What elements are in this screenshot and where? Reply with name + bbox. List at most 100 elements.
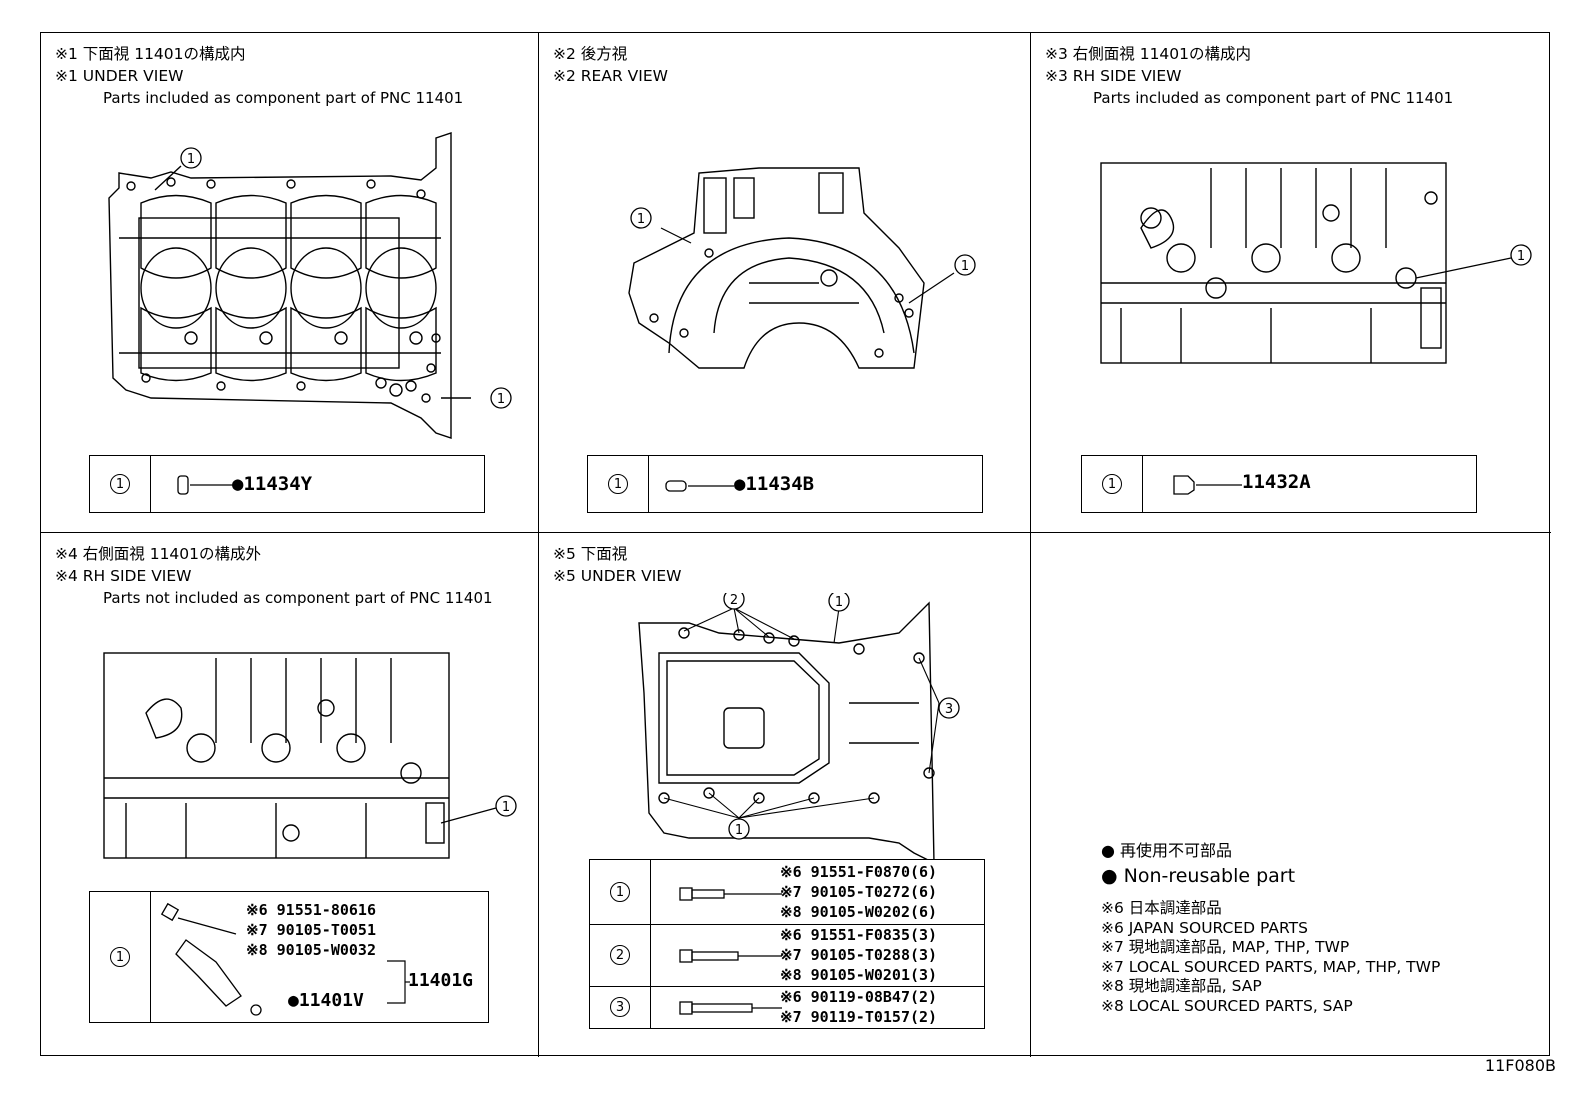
panel-under-view-2: ※5 下面視 ※5 UNDER VIEW: [539, 533, 1031, 1057]
callout-1-top: 1: [187, 152, 195, 167]
part-number-11434Y: ●11434Y: [232, 473, 313, 495]
panel-title-en: ※5 UNDER VIEW: [553, 567, 682, 585]
engine-block-rear-view-drawing: 1 1: [628, 167, 976, 369]
panel-title-en: ※3 RH SIDE VIEW: [1045, 67, 1182, 85]
panel-title-en: ※4 RH SIDE VIEW: [55, 567, 192, 585]
part-code-line-2: ※7 90119-T0157(2): [780, 1008, 938, 1026]
part-code-list: ※6 90119-08B47(2) ※7 90119-T0157(2): [780, 987, 937, 1027]
group-bracket: [387, 960, 410, 1004]
legend-line-2: ※6 JAPAN SOURCED PARTS: [1101, 918, 1308, 937]
part-number-11401G: 11401G: [408, 970, 474, 991]
panel-header: ※5 下面視 ※5 UNDER VIEW: [553, 543, 681, 587]
part-code-line-2: ※7 90105-T0051: [246, 921, 376, 939]
part-code-line-1: ※6 91551-F0835(3): [780, 926, 938, 944]
pin-icon: [177, 475, 236, 495]
engine-block-rh-side-drawing: 1: [1100, 162, 1532, 364]
callout-1-left: 1: [637, 212, 645, 227]
panel-note: Parts not included as component part of …: [103, 589, 493, 607]
legend-line-4: ※7 LOCAL SOURCED PARTS, MAP, THP, TWP: [1101, 957, 1441, 976]
panel-title-jp: ※1 下面視 11401の構成内: [55, 45, 246, 63]
engine-block-under-view-drawing: 1 1: [108, 132, 512, 439]
panel-rear-view: ※2 後方視 ※2 REAR VIEW 1: [539, 33, 1031, 533]
part-code-line-1: ※6 90119-08B47(2): [780, 988, 938, 1006]
callout-1-index: 1: [608, 474, 628, 494]
parts-table-5: 1 ※6 91551-F0870(6) ※7 90105-T0272(6) ※8…: [589, 859, 985, 1029]
parts-table-1: 1 ●11434Y: [89, 455, 485, 513]
panel-title-jp: ※2 後方視: [553, 45, 628, 63]
part-code-list: ※6 91551-80616 ※7 90105-T0051 ※8 90105-W…: [246, 900, 376, 960]
part-code-list: ※6 91551-F0870(6) ※7 90105-T0272(6) ※8 9…: [780, 862, 937, 922]
panel-title-en: ※1 UNDER VIEW: [55, 67, 184, 85]
callout-3-index: 3: [610, 997, 630, 1017]
part-number-11401V: ●11401V: [288, 990, 364, 1011]
parts-table-index: 1: [90, 892, 151, 1022]
parts-table-index: 1: [90, 456, 151, 512]
panel-under-view-1: ※1 下面視 11401の構成内 ※1 UNDER VIEW Parts inc…: [41, 33, 539, 533]
callout-1-right: 1: [1517, 249, 1525, 264]
legend-line-3: ※7 現地調達部品, MAP, THP, TWP: [1101, 938, 1350, 956]
callout-2-top: 2: [730, 593, 738, 608]
parts-row-3: 3 ※6 90119-08B47(2) ※7 90119-T0157(2): [590, 986, 984, 1028]
plug-icon: [1173, 475, 1242, 495]
callout-1-bottom: 1: [735, 823, 743, 838]
panel-header: ※1 下面視 11401の構成内 ※1 UNDER VIEW Parts inc…: [55, 43, 463, 109]
legend-nonreusable-jp: ● 再使用不可部品: [1101, 841, 1233, 860]
diagram-sheet: ※1 下面視 11401の構成内 ※1 UNDER VIEW Parts inc…: [40, 32, 1551, 1057]
panel-header: ※3 右側面視 11401の構成内 ※3 RH SIDE VIEW Parts …: [1045, 43, 1453, 109]
legend-line-6: ※8 LOCAL SOURCED PARTS, SAP: [1101, 996, 1353, 1015]
callout-1-index: 1: [1102, 474, 1122, 494]
parts-table-4: 1 ※6 91551-80616 ※7 90105-T0051 ※8 90105…: [89, 891, 489, 1023]
callout-1-top: 1: [835, 595, 843, 610]
callout-3-right: 3: [945, 702, 953, 717]
legend-line-1: ※6 日本調達部品: [1101, 899, 1222, 917]
bolt-icon: [679, 949, 782, 963]
panel-note: Parts included as component part of PNC …: [1093, 89, 1454, 107]
panel-legend: ● 再使用不可部品 ● Non-reusable part ※6 日本調達部品 …: [1031, 533, 1551, 1057]
parts-table-index: 3: [590, 986, 651, 1028]
panel-header: ※4 右側面視 11401の構成外 ※4 RH SIDE VIEW Parts …: [55, 543, 493, 609]
engine-block-rh-side-drawing: 1: [103, 652, 517, 859]
part-number-11434B: ●11434B: [734, 473, 815, 495]
dowel-pin-icon: [665, 480, 734, 492]
callout-1-index: 1: [110, 474, 130, 494]
oil-pan-under-view-drawing: 2 1 3 1: [638, 593, 960, 863]
parts-row-1: 1 ※6 91551-F0870(6) ※7 90105-T0272(6) ※8…: [590, 860, 984, 925]
parts-table-index: 2: [590, 924, 651, 986]
parts-table-3: 1 11432A: [1081, 455, 1477, 513]
part-code-line-1: ※6 91551-F0870(6): [780, 863, 938, 881]
callout-1-right: 1: [497, 392, 505, 407]
part-code-line-3: ※8 90105-W0202(6): [780, 903, 938, 921]
panel-rh-side-view-included: ※3 右側面視 11401の構成内 ※3 RH SIDE VIEW Parts …: [1031, 33, 1551, 533]
part-code-line-2: ※7 90105-T0272(6): [780, 883, 938, 901]
panel-title-jp: ※5 下面視: [553, 545, 628, 563]
legend: ● 再使用不可部品 ● Non-reusable part ※6 日本調達部品 …: [1101, 839, 1440, 1016]
figure-id: 11F080B: [1484, 1056, 1556, 1075]
part-code-line-3: ※8 90105-W0032: [246, 941, 376, 959]
panel-note: Parts included as component part of PNC …: [103, 89, 464, 107]
callout-2-index: 2: [610, 945, 630, 965]
callout-1-right: 1: [502, 800, 510, 815]
callout-1-right: 1: [961, 259, 969, 274]
panel-title-jp: ※4 右側面視 11401の構成外: [55, 545, 262, 563]
part-code-line-3: ※8 90105-W0201(3): [780, 966, 938, 984]
parts-table-index: 1: [588, 456, 649, 512]
stud-bolt-icon: [679, 1001, 782, 1015]
part-number-11432A: 11432A: [1242, 471, 1311, 493]
oil-control-valve-icon: [160, 902, 262, 1016]
callout-1-index: 1: [610, 882, 630, 902]
part-code-line-2: ※7 90105-T0288(3): [780, 946, 938, 964]
legend-line-5: ※8 現地調達部品, SAP: [1101, 977, 1262, 995]
bolt-icon: [679, 887, 782, 901]
panel-rh-side-view-not-included: ※4 右側面視 11401の構成外 ※4 RH SIDE VIEW Parts …: [41, 533, 539, 1057]
parts-table-index: 1: [1082, 456, 1143, 512]
parts-table-index: 1: [590, 860, 651, 924]
panel-title-en: ※2 REAR VIEW: [553, 67, 668, 85]
parts-table-2: 1 ●11434B: [587, 455, 983, 513]
panel-header: ※2 後方視 ※2 REAR VIEW: [553, 43, 668, 87]
callout-1-index: 1: [110, 947, 130, 967]
legend-nonreusable-en: ● Non-reusable part: [1101, 865, 1296, 887]
part-code-list: ※6 91551-F0835(3) ※7 90105-T0288(3) ※8 9…: [780, 925, 937, 985]
parts-row-2: 2 ※6 91551-F0835(3) ※7 90105-T0288(3) ※8…: [590, 924, 984, 987]
part-code-line-1: ※6 91551-80616: [246, 901, 376, 919]
panel-title-jp: ※3 右側面視 11401の構成内: [1045, 45, 1252, 63]
